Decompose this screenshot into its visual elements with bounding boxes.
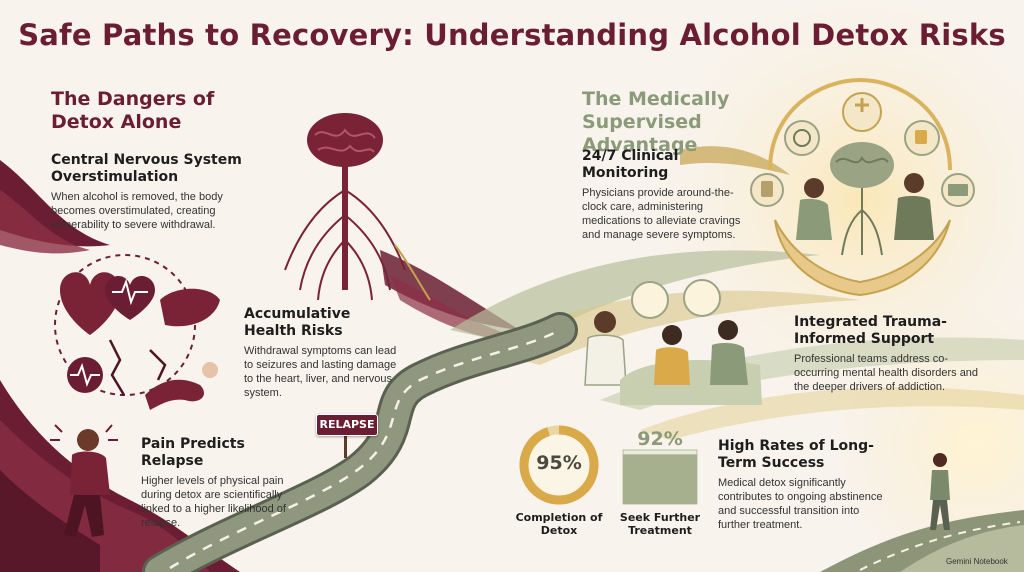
pain-text: Higher levels of physical pain during de…	[141, 475, 286, 529]
success-text: Medical detox significantly contributes …	[718, 477, 883, 531]
health-risks-section: Accumulative Health Risks Withdrawal sym…	[244, 306, 404, 400]
watermark: Gemini Notebook	[946, 557, 1008, 566]
health-risk-icons	[54, 254, 220, 410]
completion-stat-ring	[519, 425, 599, 505]
cns-section: Central Nervous System Overstimulation W…	[51, 152, 251, 232]
monitoring-section: 24/7 Clinical Monitoring Physicians prov…	[582, 148, 742, 242]
monitoring-title: 24/7 Clinical Monitoring	[582, 148, 679, 181]
cns-text: When alcohol is removed, the body become…	[51, 191, 223, 231]
cns-title: Central Nervous System Overstimulation	[51, 152, 242, 185]
trauma-section: Integrated Trauma-Informed Support Profe…	[794, 314, 989, 394]
trauma-text: Professional teams address co-occurring …	[794, 353, 979, 393]
monitoring-text: Physicians provide around-the-clock care…	[582, 187, 741, 241]
supervised-heading: The Medically Supervised Advantage	[582, 88, 730, 156]
completion-stat-label: Completion of Detox	[515, 511, 603, 537]
winding-road	[142, 312, 578, 572]
left-maroon-waves	[0, 160, 240, 572]
success-section: High Rates of Long-Term Success Medical …	[718, 438, 888, 532]
relapse-sign: RELAPSE	[316, 414, 378, 436]
medical-team-illustration	[750, 77, 975, 297]
completion-stat-value: 95%	[536, 452, 582, 474]
page-title: Safe Paths to Recovery: Understanding Al…	[18, 18, 1006, 52]
person-in-pain-illustration	[50, 424, 118, 537]
relapse-sign-post	[344, 434, 347, 458]
success-title: High Rates of Long-Term Success	[718, 438, 874, 471]
treatment-stat-bar	[622, 449, 698, 505]
trauma-title: Integrated Trauma-Informed Support	[794, 314, 947, 347]
health-risks-title: Accumulative Health Risks	[244, 306, 351, 339]
brain-nervous-system-illustration	[284, 113, 431, 301]
pain-section: Pain Predicts Relapse Higher levels of p…	[141, 436, 291, 530]
health-risks-text: Withdrawal symptoms can lead to seizures…	[244, 345, 397, 399]
counselling-scene-illustration	[584, 279, 762, 405]
sunrise-road	[820, 510, 1024, 572]
woman-walking-illustration	[930, 453, 950, 530]
treatment-stat-label: Seek Further Treatment	[619, 511, 701, 537]
pain-title: Pain Predicts Relapse	[141, 436, 245, 469]
dangers-heading: The Dangers of Detox Alone	[51, 88, 215, 133]
sunrise-glow	[835, 305, 1024, 572]
treatment-stat-value: 92%	[637, 428, 683, 450]
